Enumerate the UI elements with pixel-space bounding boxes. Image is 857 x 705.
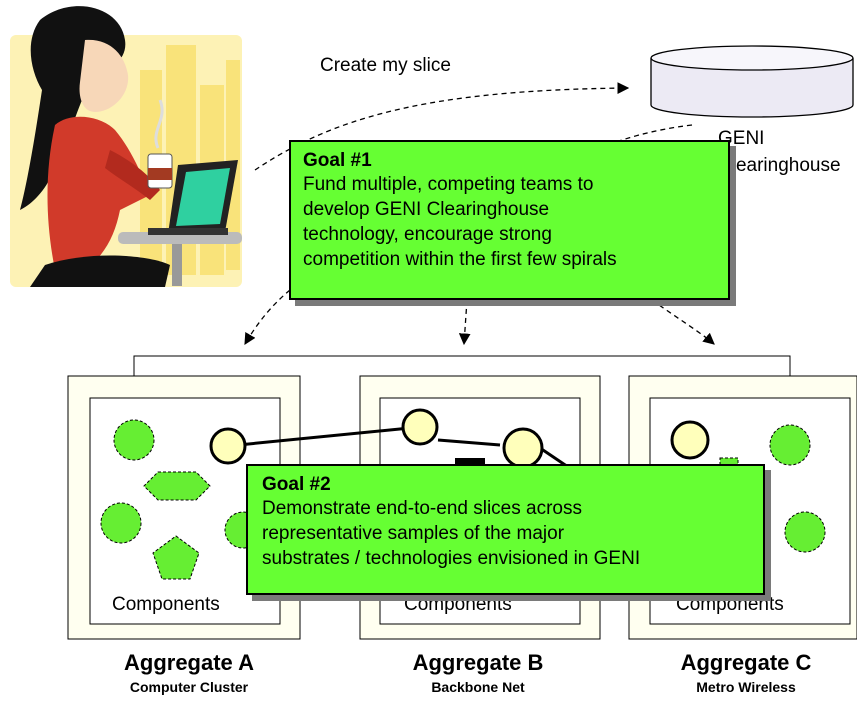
aggregate-c-components-label: Components <box>676 594 784 615</box>
component-circle <box>769 424 811 466</box>
aggregate-c-type: Metro Wireless <box>696 679 796 695</box>
slice-nodes <box>209 408 710 469</box>
slice-node <box>502 427 544 469</box>
aggregate-b-title: Aggregate B <box>412 650 544 675</box>
aggregate-c-title: Aggregate C <box>680 650 812 675</box>
request-arrows <box>244 82 715 346</box>
create-slice-label: Create my slice <box>320 55 451 76</box>
clearinghouse-label-line2: Clearinghouse <box>718 155 841 176</box>
component-circle <box>100 502 142 544</box>
clearinghouse-database-icon <box>650 45 854 118</box>
aggregate-a-title: Aggregate A <box>124 650 254 675</box>
arrow-to-aggregate-a <box>244 289 291 346</box>
components <box>100 419 826 580</box>
goal-2-title: Goal #2 <box>262 474 331 495</box>
slice-node <box>670 420 710 460</box>
backbone-link <box>455 458 485 466</box>
goal-2-body: Demonstrate end-to-end slices across rep… <box>262 498 641 569</box>
aggregate-a-components-label: Components <box>112 594 220 615</box>
arrow-to-aggregate-b <box>458 299 471 346</box>
create-slice-arrow <box>254 82 630 171</box>
aggregate-b-components-label: Components <box>404 594 512 615</box>
goal-1-box: Goal #1 Fund multiple, competing teams t… <box>289 140 730 300</box>
goal-2-box: Goal #2 Demonstrate end-to-end slices ac… <box>246 464 765 595</box>
component-pentagon <box>152 535 200 580</box>
slice-node <box>209 427 247 465</box>
aggregate-a-type: Computer Cluster <box>129 679 249 695</box>
component-hexagon <box>143 471 211 501</box>
aggregate-b-type: Backbone Net <box>431 679 525 695</box>
slice-node <box>401 408 439 446</box>
component-circle <box>784 511 826 553</box>
component-circle <box>113 419 155 461</box>
clearinghouse-return-arrow <box>599 124 693 149</box>
arrow-to-aggregate-c <box>651 299 715 345</box>
goal-1-title: Goal #1 <box>303 150 372 171</box>
researcher-illustration <box>10 6 242 287</box>
goal-1-body: Fund multiple, competing teams to develo… <box>303 174 617 270</box>
